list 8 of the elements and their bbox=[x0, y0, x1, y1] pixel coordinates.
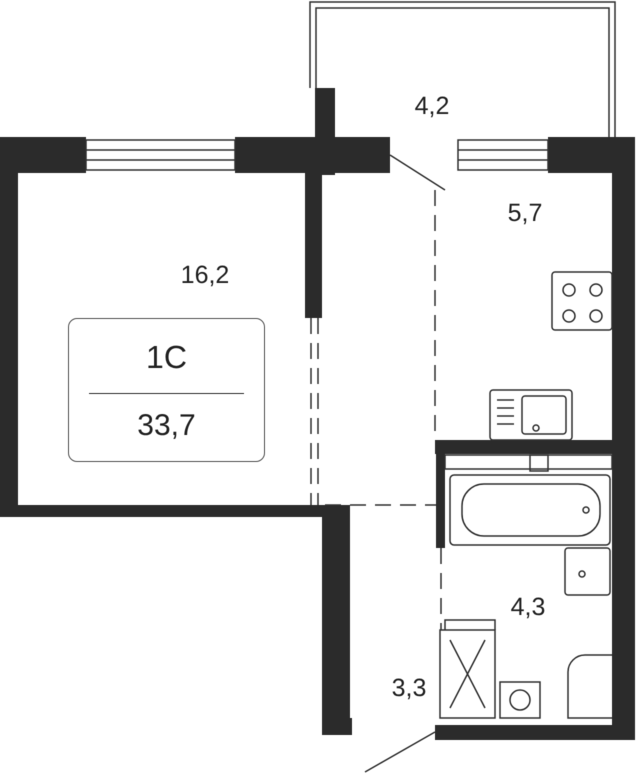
room-area-label: 3,3 bbox=[392, 673, 426, 703]
total-area: 33,7 bbox=[69, 409, 264, 443]
room-area-label: 5,7 bbox=[508, 198, 542, 228]
room-area-label: 4,3 bbox=[510, 592, 546, 622]
apartment-info-card bbox=[68, 318, 265, 462]
apartment-type: 1С bbox=[145, 339, 188, 375]
room-area-label: 16,2 bbox=[180, 260, 230, 290]
room-area-label: 4,2 bbox=[414, 91, 450, 121]
